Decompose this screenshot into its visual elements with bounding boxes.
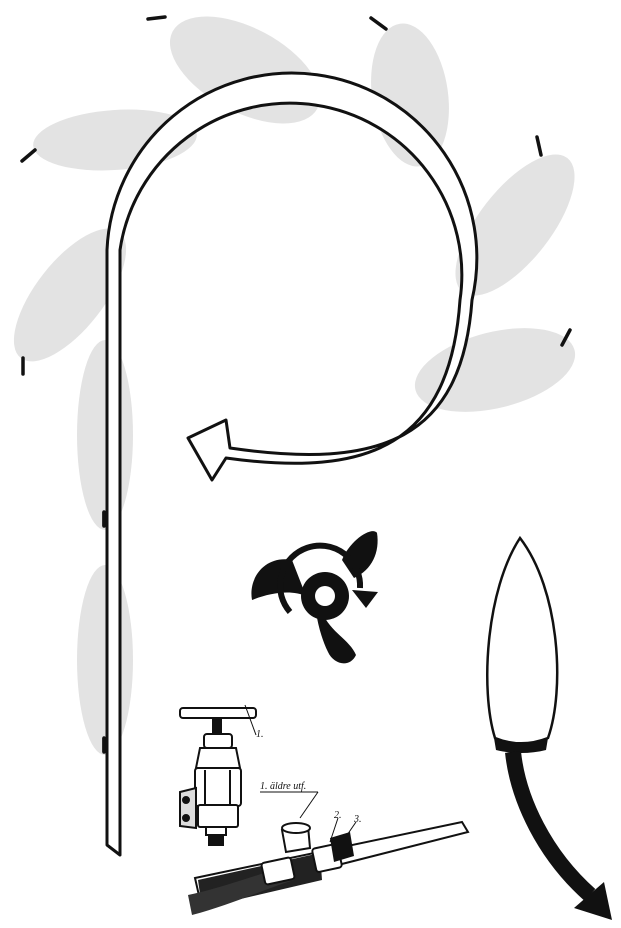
- flame-bulb-icon: [486, 535, 559, 753]
- label-pump-1: 1.: [256, 729, 264, 740]
- petal-stem-lower: [77, 565, 133, 755]
- curl-arrow-icon: [102, 71, 479, 857]
- label-older-version: 1. äldre utf.: [260, 781, 306, 792]
- label-part-3: 3.: [353, 814, 362, 825]
- label-part-2: 2.: [334, 810, 342, 821]
- petal-stem-upper: [77, 340, 133, 530]
- fan-rotate-icon: [251, 531, 378, 664]
- petal-left: [13, 228, 127, 362]
- pipe-illustration: [188, 791, 470, 915]
- pump-illustration: [179, 704, 257, 846]
- down-right-arrow-icon: [505, 751, 612, 920]
- petal-right: [455, 154, 575, 296]
- fan-blade-top: [342, 531, 378, 578]
- rotate-arrowhead: [352, 590, 378, 608]
- fan-blade-bottom: [316, 612, 356, 664]
- rotate-ring: [277, 542, 364, 614]
